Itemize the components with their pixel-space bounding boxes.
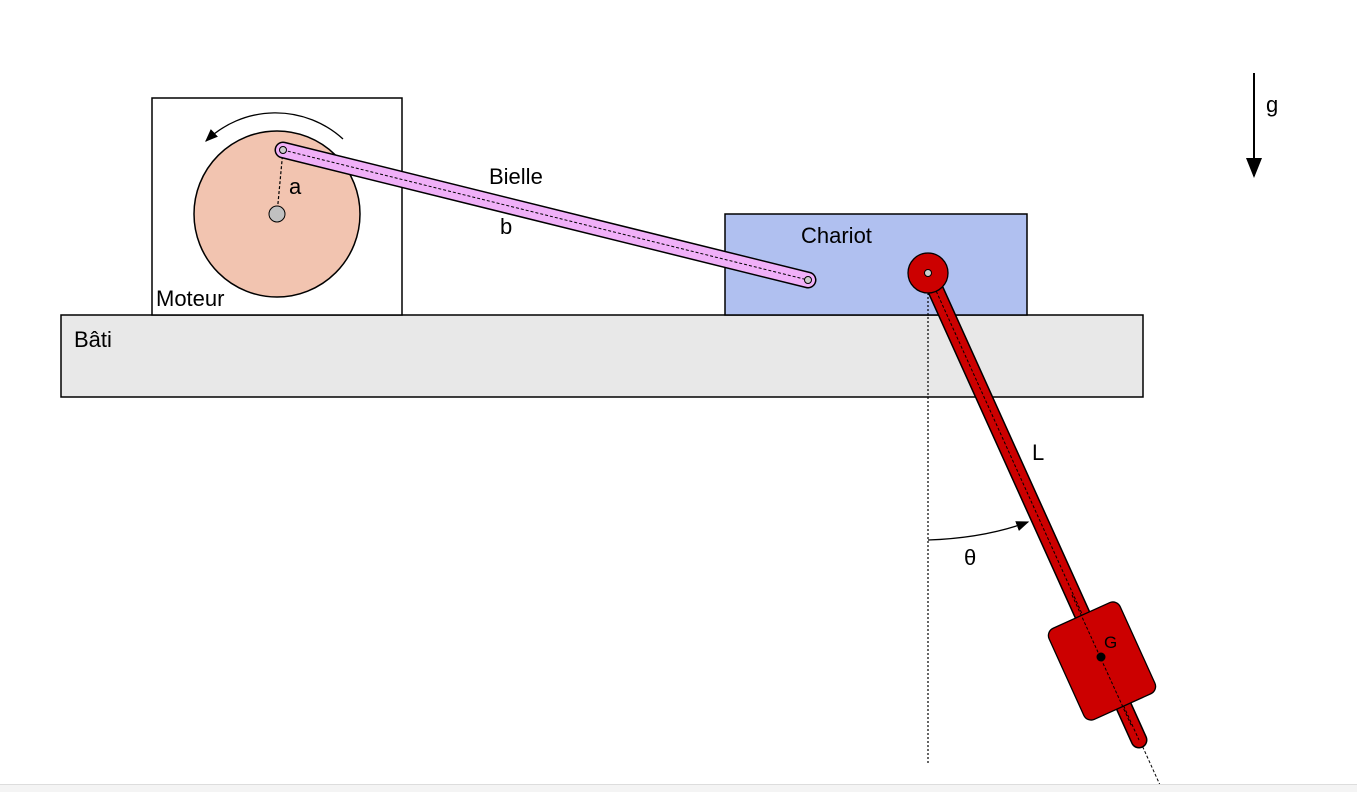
crank-radius-line — [276, 149, 284, 215]
motor-axis — [268, 205, 286, 223]
gravity-label: g — [1266, 92, 1278, 117]
angle-arrow-icon — [927, 521, 1030, 541]
frame-label: Bâti — [74, 327, 112, 352]
center-of-mass-point — [1096, 652, 1106, 662]
motor-label: Moteur — [156, 286, 224, 311]
connecting-rod-axis — [282, 149, 809, 281]
bottom-border — [0, 784, 1357, 792]
carriage-pin — [804, 276, 812, 284]
rotation-arrow-icon — [205, 112, 344, 142]
carriage-label: Chariot — [801, 223, 872, 248]
rod-label: Bielle — [489, 164, 543, 189]
rod-length-label: b — [500, 214, 512, 239]
pendulum-length-label: L — [1032, 440, 1044, 465]
pivot-pin — [924, 269, 932, 277]
crank-pin — [279, 146, 287, 154]
angle-label: θ — [964, 545, 976, 570]
center-of-mass-label: G — [1104, 633, 1117, 652]
crank-length-label: a — [289, 174, 302, 199]
